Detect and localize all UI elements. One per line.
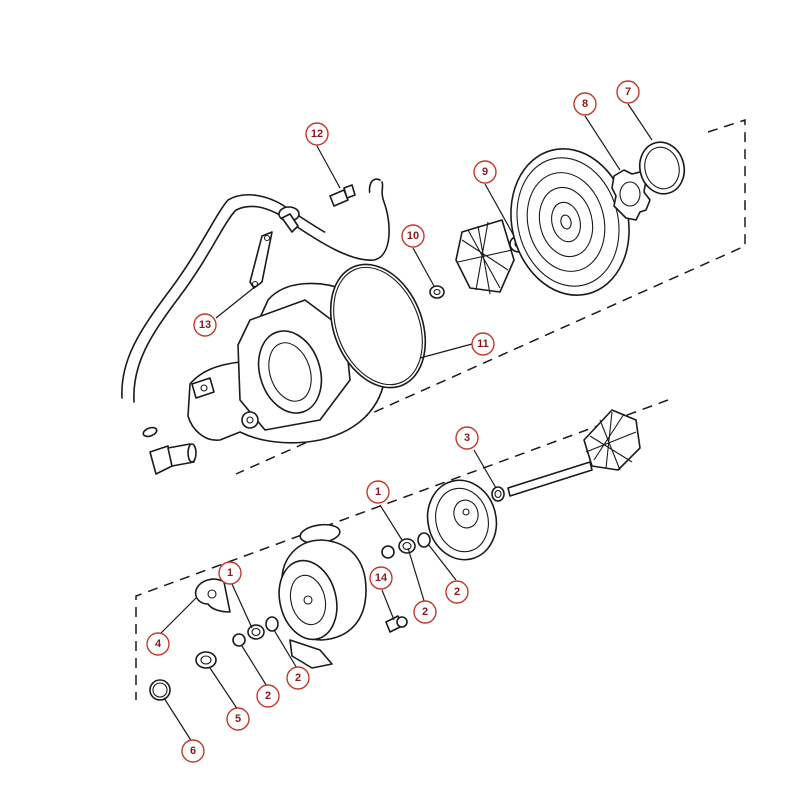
svg-text:12: 12 (311, 128, 323, 140)
callout-2-lower-b[interactable]: 2 (286, 666, 310, 690)
svg-text:9: 9 (482, 166, 488, 178)
callout-labels: 12 9 8 7 10 13 11 3 1 2 2 14 1 4 2 2 5 6 (146, 80, 640, 763)
svg-text:8: 8 (582, 98, 588, 110)
upper-section-dashed-line (235, 118, 746, 475)
svg-text:1: 1 (375, 486, 381, 498)
callout-7[interactable]: 7 (616, 80, 640, 104)
o-ring-part-11 (329, 263, 427, 389)
callout-11[interactable]: 11 (471, 332, 495, 356)
thrust-bearing-part-4 (194, 578, 231, 613)
piston-ring-part-3 (491, 486, 505, 502)
thrust-plate-part-8 (611, 169, 651, 221)
callout-13[interactable]: 13 (193, 313, 217, 337)
callout-2-lower-a[interactable]: 2 (256, 684, 280, 708)
seal-ring-part-7 (638, 141, 686, 195)
callout-2-upper-b[interactable]: 2 (445, 580, 469, 604)
svg-text:6: 6 (190, 745, 196, 757)
bolt-part-12 (329, 184, 356, 207)
lower-section-dashed-line (135, 399, 669, 700)
center-bearing-housing (278, 523, 367, 669)
support-bracket-part-13 (249, 231, 273, 289)
svg-text:1: 1 (227, 567, 233, 579)
svg-text:13: 13 (199, 319, 211, 331)
compressor-wheel (455, 219, 515, 295)
svg-text:14: 14 (375, 572, 388, 584)
callout-4[interactable]: 4 (146, 632, 170, 656)
seal-ring-part-6 (149, 679, 171, 701)
callout-5[interactable]: 5 (226, 707, 250, 731)
callout-6[interactable]: 6 (181, 739, 205, 763)
svg-text:11: 11 (477, 338, 489, 350)
collar-part-5 (195, 651, 217, 669)
callout-2-upper-a[interactable]: 2 (413, 600, 437, 624)
callout-14[interactable]: 14 (369, 566, 393, 590)
svg-text:7: 7 (625, 86, 631, 98)
turbine-shaft-assembly (507, 409, 641, 497)
callout-12[interactable]: 12 (305, 122, 329, 146)
leader-lines (159, 103, 653, 743)
callout-3[interactable]: 3 (455, 426, 479, 450)
oil-feed-pipe (121, 178, 390, 403)
callout-9[interactable]: 9 (473, 160, 497, 184)
drain-elbow-fitting (142, 426, 197, 475)
compressor-backplate (510, 148, 630, 296)
bearing-group-upper (381, 532, 431, 559)
svg-text:3: 3 (464, 432, 470, 444)
svg-text:5: 5 (235, 713, 241, 725)
svg-text:2: 2 (454, 586, 460, 598)
svg-text:2: 2 (265, 690, 271, 702)
bearing-group-lower (232, 616, 279, 647)
heat-shield (426, 479, 498, 561)
svg-text:4: 4 (155, 638, 162, 650)
callout-10[interactable]: 10 (401, 224, 425, 248)
lock-nut-part-10 (429, 285, 445, 299)
callout-1-upper[interactable]: 1 (366, 480, 390, 504)
svg-text:10: 10 (407, 230, 419, 242)
callout-1-lower[interactable]: 1 (218, 561, 242, 585)
pipe-bracket (281, 213, 299, 233)
section-boundary-lines (135, 118, 746, 700)
callout-8[interactable]: 8 (573, 92, 597, 116)
svg-text:2: 2 (295, 672, 301, 684)
bolt-part-14 (385, 615, 408, 633)
svg-text:2: 2 (422, 606, 428, 618)
